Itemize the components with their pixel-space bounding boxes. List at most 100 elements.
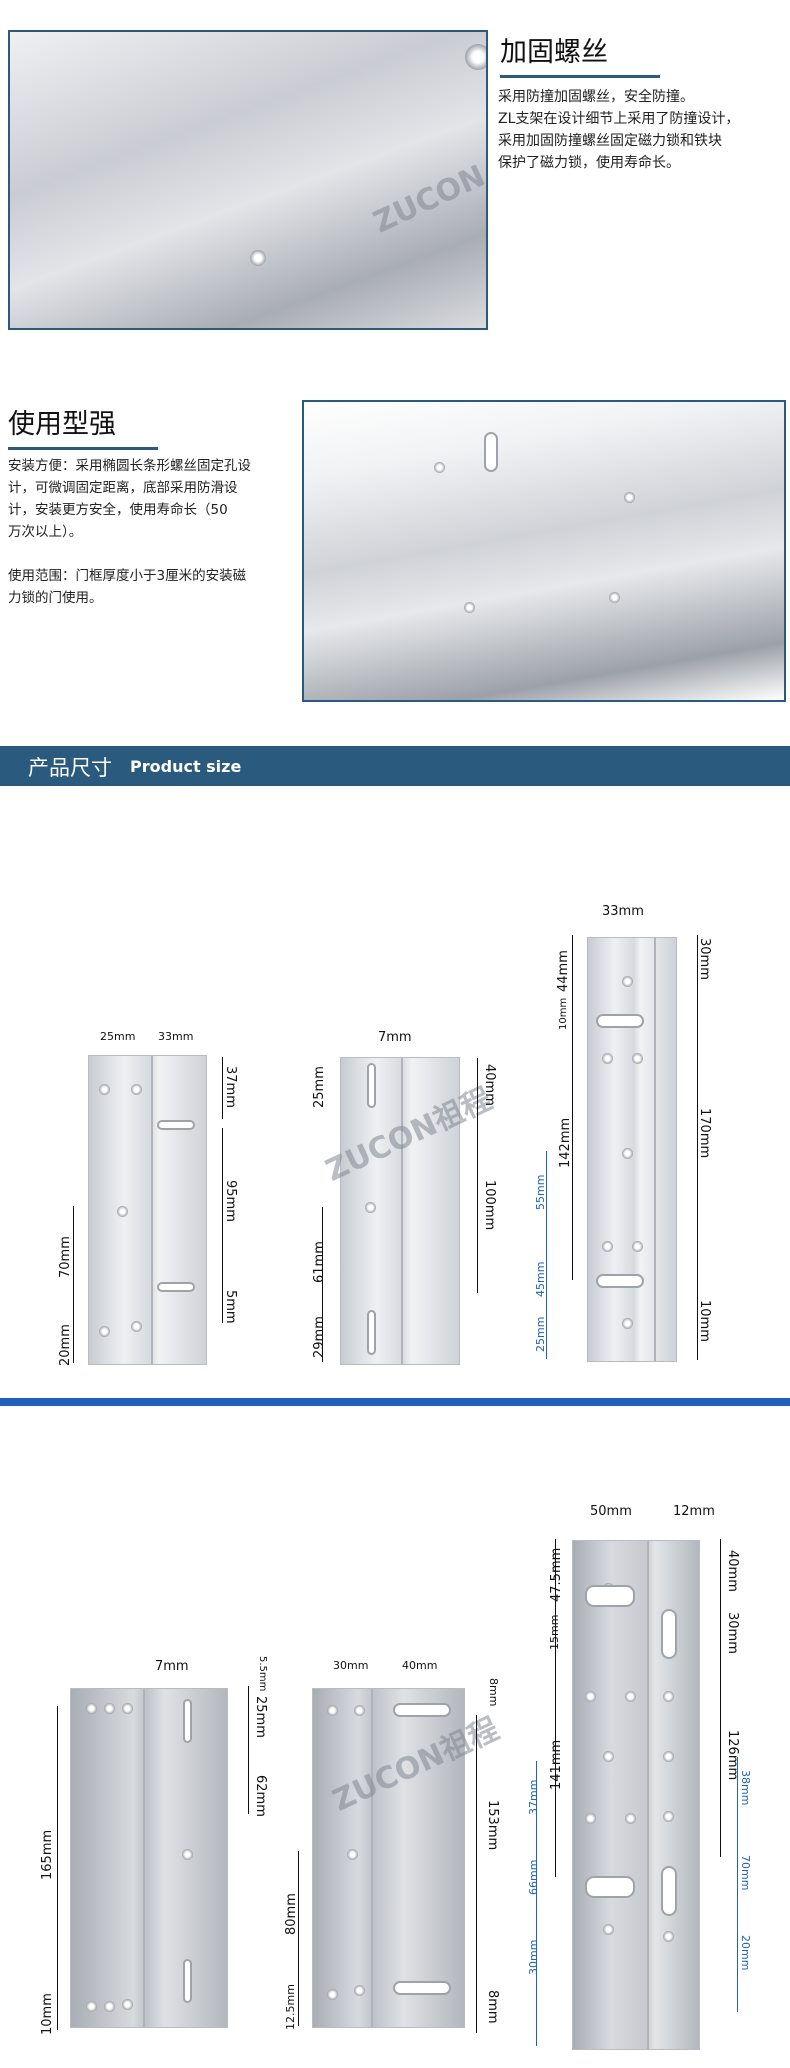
slot <box>157 1282 195 1292</box>
dim-label: 142mm <box>558 1117 573 1168</box>
section2-description: 安装方便：采用椭圆长条形螺丝固定孔设 计，可微调固定距离，底部采用防滑设 计，安… <box>8 455 251 609</box>
slot <box>393 1703 451 1717</box>
dim-line <box>298 1851 299 2026</box>
dim-label-blue: 66mm <box>527 1859 540 1895</box>
hole <box>603 1924 614 1935</box>
text-line: 力锁的门使用。 <box>8 590 103 606</box>
hole <box>464 602 475 613</box>
slot <box>393 1981 451 1995</box>
hole <box>86 1703 97 1714</box>
dim-line <box>322 1207 323 1362</box>
fold-line <box>647 1541 649 2049</box>
dim-line <box>57 1706 58 2030</box>
slot <box>183 1959 192 2003</box>
text-line: ZL支架在设计细节上采用了防撞设计， <box>498 111 740 127</box>
dim-label: 80mm <box>284 1893 299 1935</box>
dim-line <box>222 1057 223 1119</box>
hole <box>122 1703 133 1714</box>
dim-label: 12mm <box>673 1504 715 1519</box>
product-size-banner: 产品尺寸 Product size <box>0 746 790 786</box>
dim-label: 40mm <box>725 1550 740 1592</box>
slot <box>596 1274 644 1288</box>
dim-label-blue: 70mm <box>739 1855 752 1891</box>
section-title-reinforced-screw: 加固螺丝 <box>500 30 660 78</box>
dim-label: 153mm <box>485 1800 500 1851</box>
dim-label: 25mm <box>100 1030 136 1043</box>
hole <box>632 1053 643 1064</box>
hole <box>663 1931 674 1942</box>
section1-description: 采用防撞加固螺丝，安全防撞。 ZL支架在设计细节上采用了防撞设计， 采用加固防撞… <box>498 86 739 174</box>
bracket-diagram-d <box>70 1688 228 2028</box>
bracket-diagram-a <box>88 1055 207 1365</box>
dim-label: 8mm <box>487 1678 500 1707</box>
dim-label: 47.5mm <box>549 1547 564 1602</box>
dim-label: 10mm <box>697 1300 712 1342</box>
dim-line-blue <box>737 1757 738 2012</box>
hole <box>131 1084 142 1095</box>
hole <box>86 2001 97 2012</box>
dim-label: 40mm <box>482 1064 497 1106</box>
hole <box>622 1148 633 1159</box>
bracket-diagram-b <box>340 1057 460 1365</box>
hole <box>104 1703 115 1714</box>
banner-title-en: Product size <box>130 757 242 776</box>
fold-line <box>371 1689 373 2027</box>
hole <box>609 592 620 603</box>
hole <box>625 1691 636 1702</box>
dim-line-blue <box>546 1151 547 1359</box>
dim-label: 40mm <box>402 1659 438 1672</box>
dim-label: 70mm <box>58 1236 73 1278</box>
dim-label: 10mm <box>40 1993 55 2035</box>
hole <box>663 1811 674 1822</box>
hole <box>602 1241 613 1252</box>
dim-label: 25mm <box>253 1696 268 1738</box>
section-divider <box>0 1398 790 1406</box>
hole <box>663 1751 674 1762</box>
hole <box>99 1084 110 1095</box>
text-line: 安装方便：采用椭圆长条形螺丝固定孔设 <box>8 458 251 474</box>
dim-label-blue: 30mm <box>527 1939 540 1975</box>
dim-line <box>222 1128 223 1323</box>
text-line: 使用范围：门框厚度小于3厘米的安装磁 <box>8 568 247 584</box>
dim-label: 33mm <box>158 1030 194 1043</box>
slot <box>367 1063 376 1108</box>
hole <box>327 1705 338 1716</box>
bracket-diagram-f <box>572 1540 700 2050</box>
fold-line <box>143 1689 145 2027</box>
screw-hole <box>250 250 266 266</box>
slot <box>157 1120 195 1130</box>
screw-head <box>465 44 486 70</box>
slot <box>585 1585 635 1607</box>
dim-line <box>73 1206 74 1363</box>
dim-label-blue: 38mm <box>739 1770 752 1806</box>
hole <box>354 1985 365 1996</box>
hole <box>585 1691 596 1702</box>
dim-label: 29mm <box>312 1316 327 1358</box>
dim-label: 5.5mm <box>257 1656 268 1692</box>
dim-line <box>720 1539 721 1857</box>
hole <box>104 2001 115 2012</box>
dim-label: 170mm <box>697 1108 712 1159</box>
dim-line <box>248 1686 249 1814</box>
dim-line <box>476 1715 477 2033</box>
dim-label: 7mm <box>155 1659 189 1674</box>
dim-label: 10mm <box>558 997 569 1030</box>
dim-line <box>555 1539 556 1877</box>
slot <box>596 1014 644 1028</box>
dim-label: 44mm <box>556 950 571 992</box>
dim-line <box>697 935 698 1360</box>
dim-label-blue: 37mm <box>527 1779 540 1815</box>
banner-title-cn: 产品尺寸 <box>28 756 112 780</box>
dim-line <box>477 1058 478 1293</box>
hole <box>117 1206 128 1217</box>
dim-label: 30mm <box>697 938 712 980</box>
hole <box>625 1813 636 1824</box>
slot <box>661 1609 677 1659</box>
slot <box>367 1310 376 1355</box>
dim-label: 8mm <box>485 1990 500 2024</box>
hole <box>622 1318 633 1329</box>
dim-label: 62mm <box>253 1775 268 1817</box>
dim-label: 141mm <box>549 1739 564 1790</box>
dim-line <box>572 935 573 1280</box>
dim-label: 95mm <box>223 1180 238 1222</box>
